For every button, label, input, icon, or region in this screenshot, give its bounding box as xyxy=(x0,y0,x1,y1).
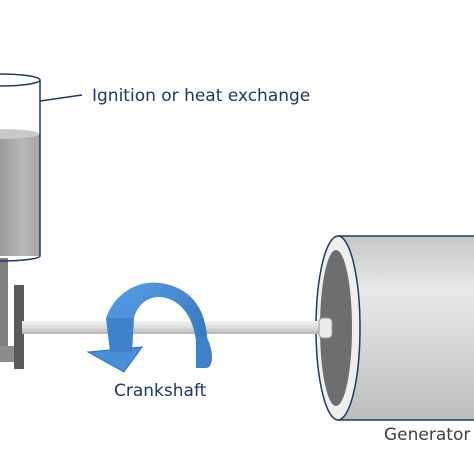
cylinder-leader-line xyxy=(39,94,83,102)
shaft-bar xyxy=(22,321,322,334)
rotation-arrow-neck xyxy=(106,318,134,352)
generator-face-inner xyxy=(320,250,352,406)
crank-flange xyxy=(0,285,24,369)
cylinder-top-rim xyxy=(0,73,41,87)
crankshaft-label: Crankshaft xyxy=(114,381,207,401)
generator-label: Generator xyxy=(384,425,471,445)
cylinder-bottom-rim xyxy=(0,255,41,262)
liquid-fill xyxy=(0,134,40,256)
crank-base-plate xyxy=(0,346,18,362)
piston-rod xyxy=(0,258,8,362)
cylinder-vessel xyxy=(0,73,83,362)
generator xyxy=(315,235,474,421)
liquid-surface xyxy=(0,129,40,139)
crankshaft-shaft xyxy=(22,317,333,339)
shaft-coupling xyxy=(318,317,333,339)
rotation-arrow-tail xyxy=(196,336,212,368)
cylinder-label: Ignition or heat exchange xyxy=(92,86,311,106)
rotation-arrow-back xyxy=(106,282,208,366)
crank-flange-plate xyxy=(14,285,24,369)
